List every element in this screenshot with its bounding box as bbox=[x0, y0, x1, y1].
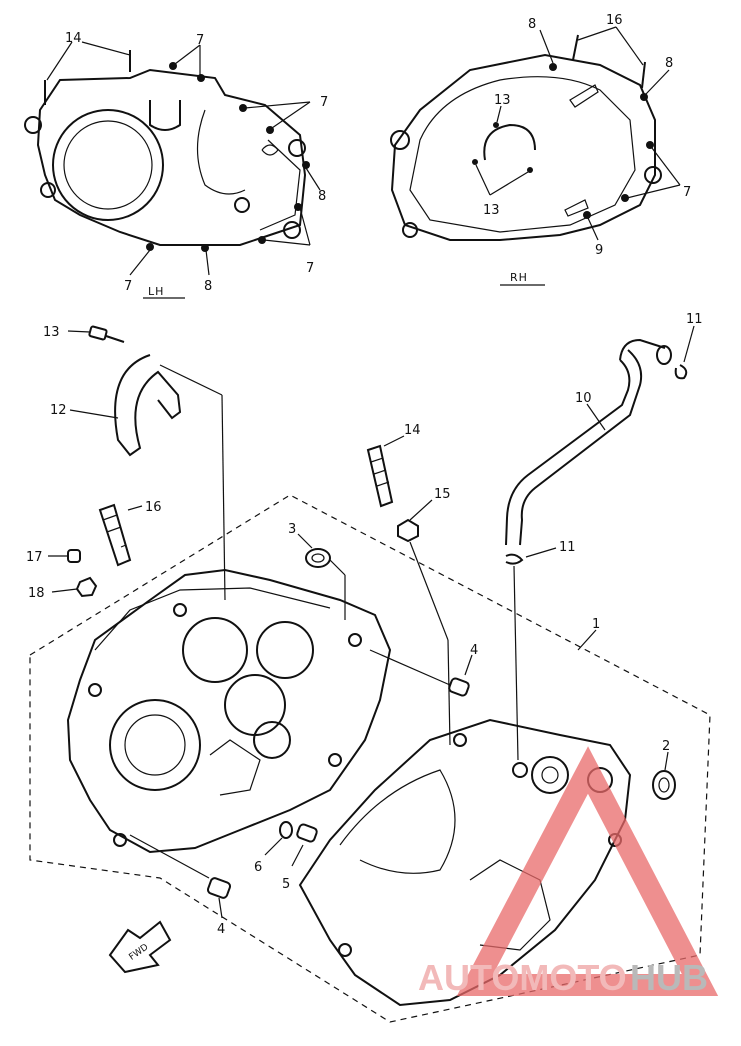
callout-4a: 4 bbox=[470, 643, 478, 658]
part-16-stud bbox=[98, 503, 143, 567]
callout-5: 5 bbox=[282, 877, 290, 892]
callout-lh-7d: 7 bbox=[124, 279, 132, 294]
watermark-text-auto: AUTOMOTO bbox=[418, 957, 627, 998]
callout-16: 16 bbox=[145, 500, 162, 515]
callout-lh-7b: 7 bbox=[320, 95, 328, 110]
part-17-dowel bbox=[48, 549, 81, 563]
callout-lh-8a: 8 bbox=[318, 189, 326, 204]
callout-1: 1 bbox=[592, 617, 600, 632]
part-13-bolt bbox=[67, 325, 125, 343]
part-3-oil-seal bbox=[297, 533, 346, 620]
lh-case-half bbox=[24, 41, 321, 299]
callout-lh-14: 14 bbox=[65, 31, 82, 46]
callout-rh-7: 7 bbox=[683, 185, 691, 200]
callout-15: 15 bbox=[434, 487, 451, 502]
leader-1 bbox=[577, 629, 597, 651]
left-crankcase bbox=[66, 568, 392, 854]
part-10-breather-hose bbox=[505, 338, 672, 546]
callout-11a: 11 bbox=[686, 312, 703, 327]
fwd-label: FWD bbox=[128, 942, 151, 962]
callout-13: 13 bbox=[43, 325, 60, 340]
part-6-o-ring bbox=[264, 821, 293, 856]
callout-lh-7c: 7 bbox=[306, 261, 314, 276]
part-12-clamp bbox=[69, 354, 226, 601]
callout-6: 6 bbox=[254, 860, 262, 875]
part-5-dowel bbox=[291, 823, 318, 867]
part-2-oil-seal bbox=[652, 751, 676, 800]
crankcase-assembly-outline bbox=[29, 494, 711, 1023]
callout-rh-13b: 13 bbox=[483, 203, 500, 218]
watermark-text-hub: HUB bbox=[630, 957, 708, 998]
part-4-dowel-lower bbox=[129, 834, 232, 919]
callout-14: 14 bbox=[404, 423, 421, 438]
callout-rh-16: 16 bbox=[606, 13, 623, 28]
side-label-rh: RH bbox=[510, 271, 528, 284]
callout-rh-8a: 8 bbox=[528, 17, 536, 32]
callout-lh-8b: 8 bbox=[204, 279, 212, 294]
callout-17: 17 bbox=[26, 550, 43, 565]
callout-rh-13a: 13 bbox=[494, 93, 511, 108]
callout-3: 3 bbox=[288, 522, 296, 537]
part-4-dowel-upper bbox=[369, 649, 473, 697]
callout-11b: 11 bbox=[559, 540, 576, 555]
callout-2: 2 bbox=[662, 739, 670, 754]
part-11-clip-bottom bbox=[505, 547, 557, 761]
callout-12: 12 bbox=[50, 403, 67, 418]
part-18-nut bbox=[51, 576, 98, 598]
callout-rh-9: 9 bbox=[595, 243, 603, 258]
callout-rh-8b: 8 bbox=[665, 56, 673, 71]
watermark-logo bbox=[456, 746, 719, 996]
fwd-arrow bbox=[108, 920, 172, 974]
callout-4b: 4 bbox=[217, 922, 225, 937]
part-15-nut bbox=[397, 499, 451, 746]
side-label-lh: LH bbox=[148, 285, 164, 298]
part-14-stud bbox=[366, 435, 405, 508]
part-11-clip-top bbox=[674, 325, 695, 380]
callout-18: 18 bbox=[28, 586, 45, 601]
rh-case-half bbox=[390, 26, 681, 286]
callout-lh-7a: 7 bbox=[196, 33, 204, 48]
callout-10: 10 bbox=[575, 391, 592, 406]
